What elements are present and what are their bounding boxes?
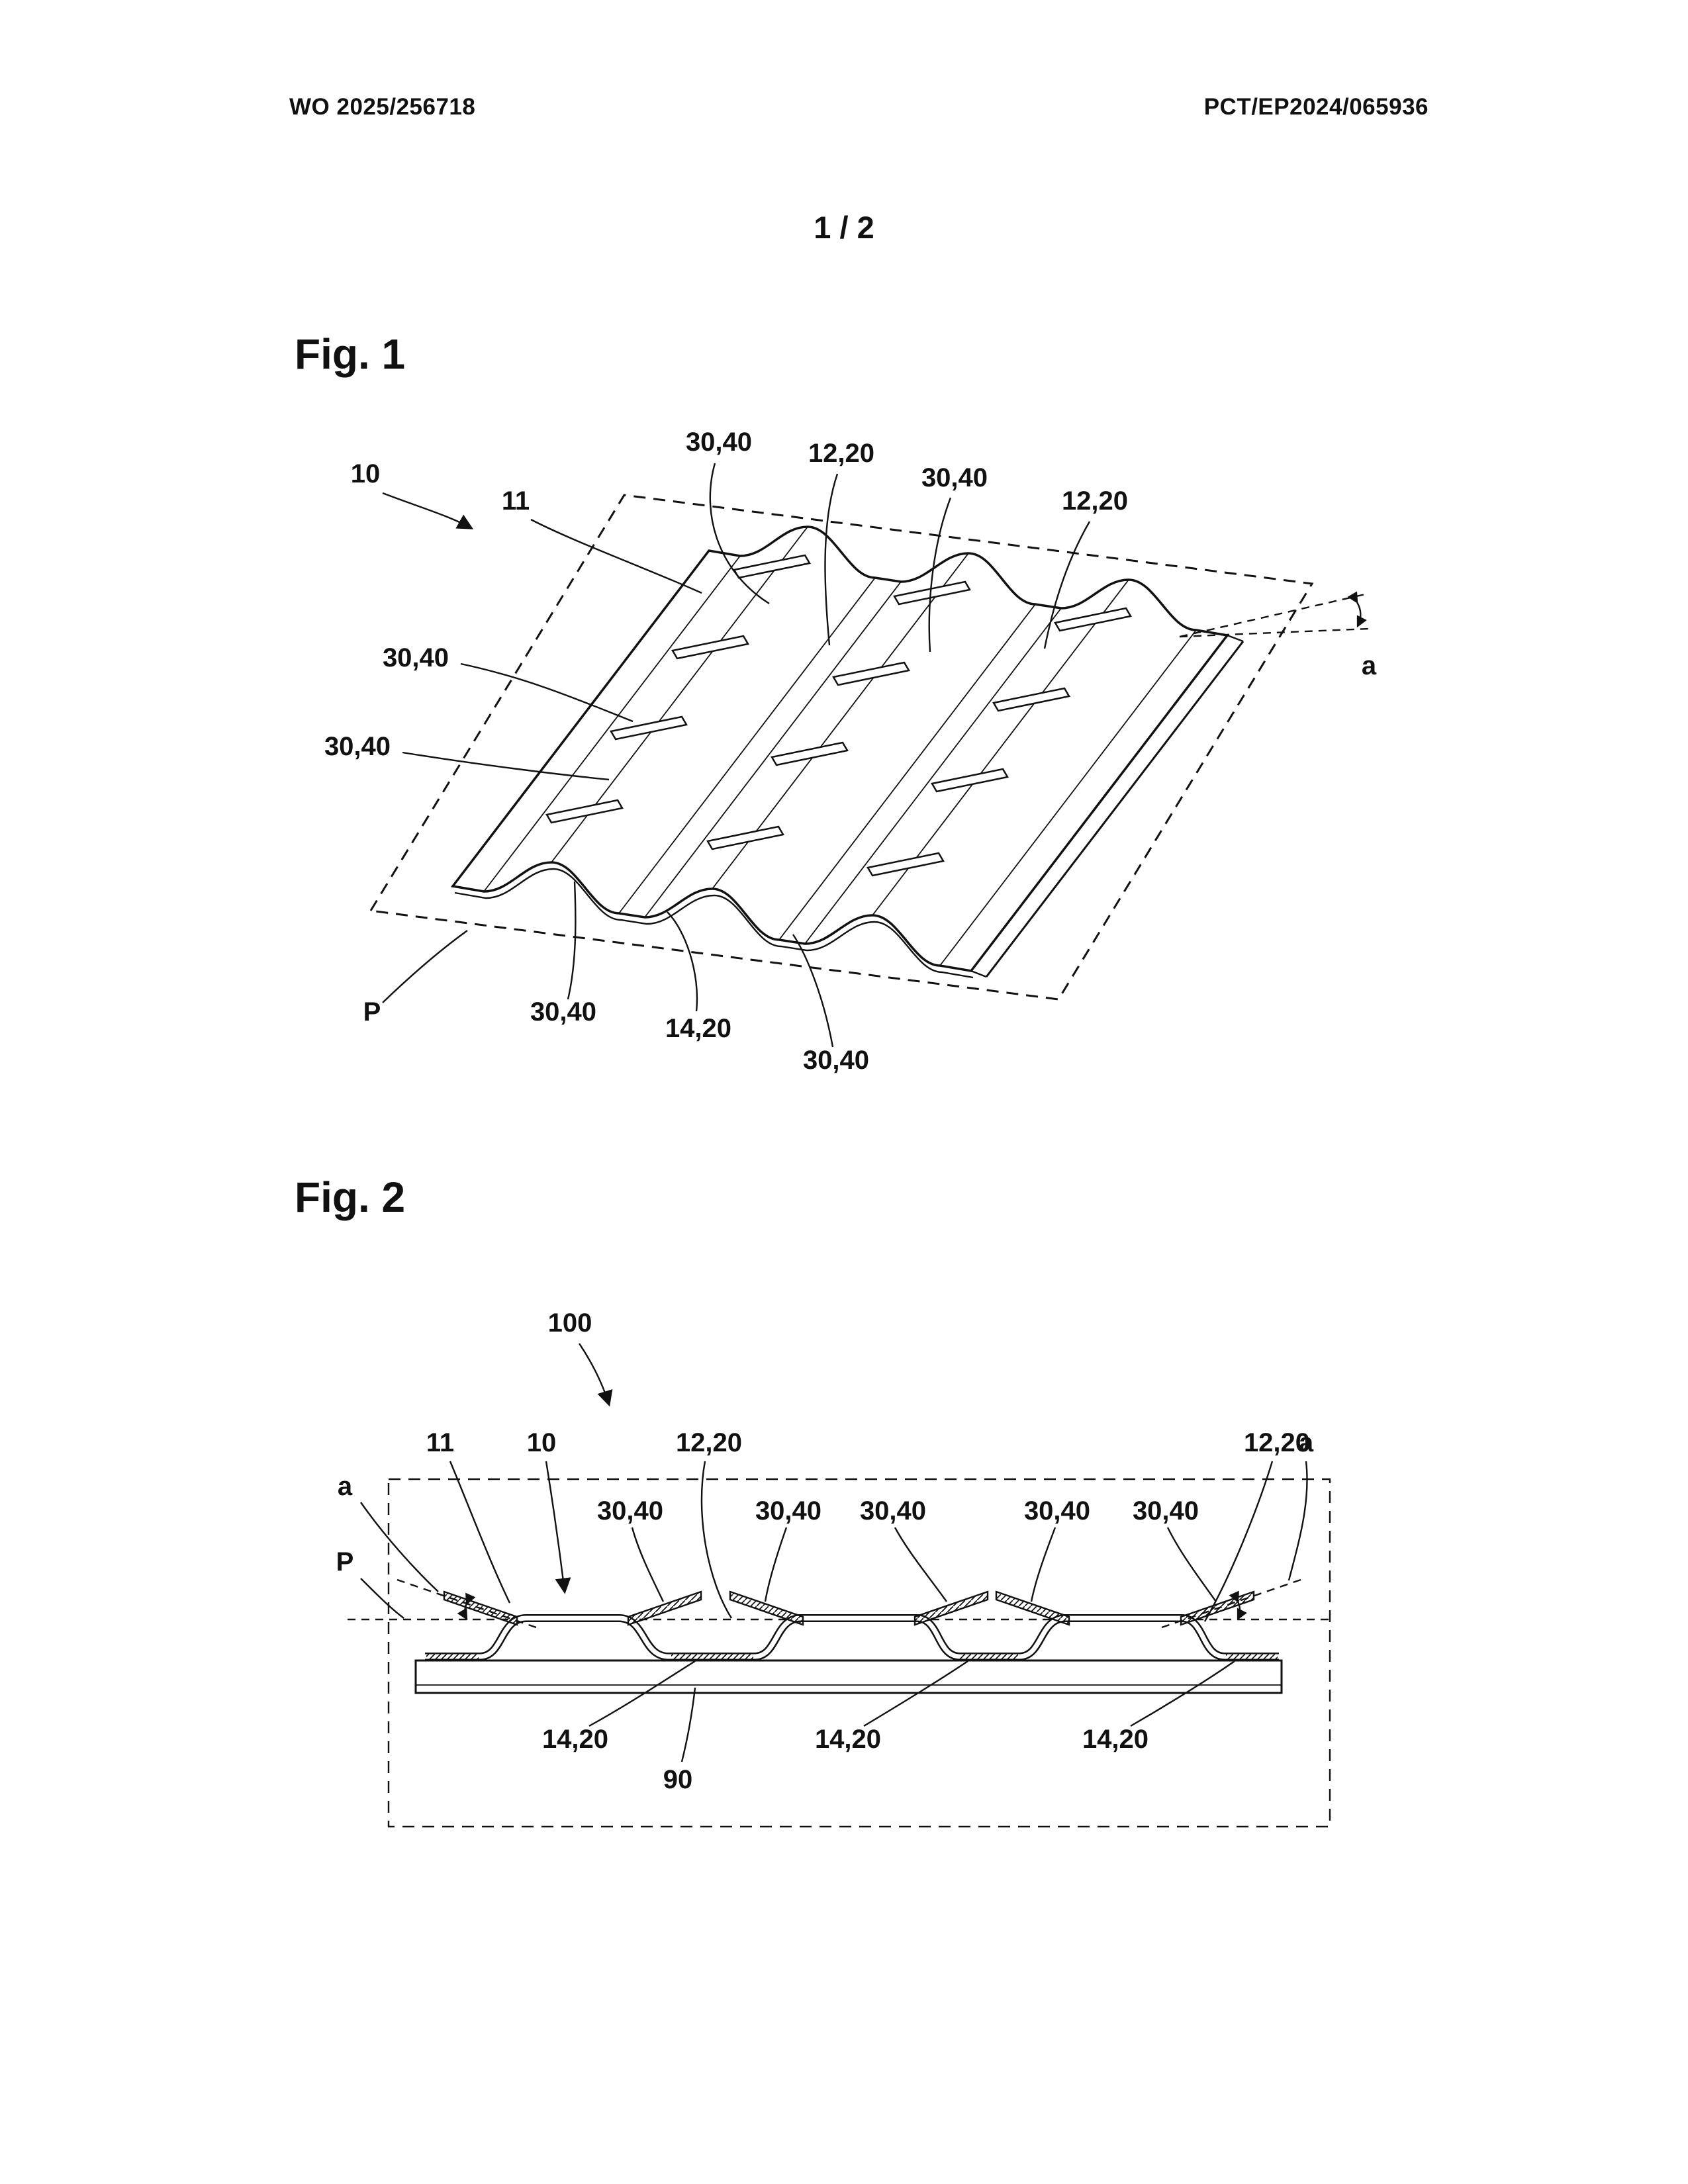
ref-1420: 14,20: [665, 1014, 731, 1043]
tab-30-40: [627, 1590, 702, 1626]
tab-30-40: [545, 799, 624, 824]
ref-1220-2: 12,20: [1244, 1428, 1310, 1457]
leader-p: [382, 930, 468, 1003]
leader-3040-1: [631, 1527, 665, 1602]
leader-11: [449, 1461, 511, 1604]
ref-3040-bottom2: 30,40: [803, 1046, 869, 1075]
leader-3040-left1: [460, 662, 633, 723]
fig1-leaders: [382, 463, 1091, 1048]
ref-a-right: a: [1299, 1428, 1314, 1457]
tab-30-40: [992, 687, 1070, 712]
tab-30-40: [931, 768, 1009, 793]
leader-3040-top2: [928, 497, 952, 653]
ref-90: 90: [663, 1765, 693, 1794]
leader-a-right: [1288, 1461, 1308, 1581]
ref-3040-3: 30,40: [860, 1496, 926, 1525]
section-boundary: [387, 1478, 1331, 1828]
ref-3040-top2: 30,40: [921, 463, 988, 492]
leader-3040-2: [764, 1527, 788, 1602]
ref-3040-top1: 30,40: [686, 428, 752, 457]
sheet-indicator: 1 / 2: [814, 210, 874, 245]
leader-1420-2: [863, 1661, 968, 1727]
tab-30-40: [610, 715, 688, 741]
leader-3040-bottom1: [567, 881, 577, 1000]
ref-11: 11: [502, 486, 530, 516]
ref-3040-left2: 30,40: [324, 732, 391, 761]
ref-1420-3: 14,20: [1082, 1725, 1149, 1754]
ref-3040-bottom1: 30,40: [530, 997, 596, 1026]
publication-number: WO 2025/256718: [289, 94, 476, 120]
tab-30-40: [729, 1590, 804, 1626]
ref-100: 100: [548, 1308, 592, 1338]
ref-3040-4: 30,40: [1024, 1496, 1090, 1525]
bonded-base-section: [426, 1653, 479, 1660]
plane-p-outline: [369, 494, 1314, 1001]
carrier-plate: [414, 1659, 1283, 1694]
ref-1420-2: 14,20: [815, 1725, 881, 1754]
tabs-30-40: [545, 554, 1132, 877]
sheet-thickness-edge: [454, 868, 974, 979]
leader-10: [382, 492, 474, 529]
bonded-base-section: [1226, 1653, 1278, 1660]
leader-1220-top1: [824, 473, 839, 646]
angle-a-right: [1161, 1578, 1301, 1629]
leader-p: [360, 1578, 404, 1619]
tab-30-40: [771, 741, 849, 766]
leader-3040-5: [1166, 1527, 1217, 1602]
ref-11: 11: [426, 1428, 454, 1457]
leader-3040-4: [1030, 1527, 1056, 1602]
leader-10: [545, 1461, 571, 1594]
ref-3040-2: 30,40: [755, 1496, 821, 1525]
tab-30-40: [995, 1590, 1070, 1626]
ref-angle-a: a: [1362, 651, 1377, 680]
leader-3040-top1: [709, 463, 770, 605]
base-plate-edge: [970, 634, 1244, 978]
fig2-drawing: 100 11 10 12,20 12,20 a a P 30,40 30,40 …: [336, 1308, 1331, 1828]
ref-3040-5: 30,40: [1133, 1496, 1199, 1525]
leader-100: [579, 1343, 613, 1407]
tab-30-40: [914, 1590, 989, 1626]
leader-3040-left2: [402, 751, 610, 781]
leader-3040-bottom2: [792, 934, 834, 1048]
angle-a-indicator: [1179, 591, 1370, 638]
ref-1220-1: 12,20: [676, 1428, 742, 1457]
ref-3040-left1: 30,40: [383, 643, 449, 672]
application-number: PCT/EP2024/065936: [1203, 94, 1429, 120]
angle-a-left: [397, 1578, 537, 1629]
leader-90: [680, 1687, 696, 1762]
leader-a-left: [360, 1502, 439, 1592]
corrugation-ridges: [483, 526, 1197, 966]
leader-3040-3: [894, 1527, 947, 1602]
sheet-profile: [425, 1614, 1279, 1661]
tab-30-40: [671, 635, 749, 660]
bonded-base-section: [671, 1653, 753, 1660]
fig2-title: Fig. 2: [295, 1173, 406, 1221]
tab-30-40: [832, 661, 910, 686]
tab-30-40: [706, 825, 784, 850]
leader-11: [530, 518, 702, 594]
ref-3040-1: 30,40: [597, 1496, 663, 1525]
ref-10: 10: [527, 1428, 557, 1457]
ref-1220-top1: 12,20: [808, 439, 874, 468]
bonded-base-section: [959, 1653, 1018, 1660]
leader-1420-3: [1130, 1661, 1235, 1727]
leader-1420-1: [588, 1660, 696, 1727]
fig1-title: Fig. 1: [295, 330, 406, 378]
ref-1420-1: 14,20: [542, 1725, 608, 1754]
leader-1420: [667, 911, 698, 1012]
tab-30-40: [1054, 607, 1132, 632]
leader-1220-1: [700, 1461, 733, 1619]
leader-1220-2: [1203, 1461, 1274, 1622]
tab-30-40: [893, 580, 971, 606]
ref-a-left: a: [338, 1472, 353, 1501]
tab-30-40: [867, 852, 945, 877]
ref-plane-p: P: [336, 1547, 354, 1576]
fig1-drawing: 10 11 30,40 12,20 30,40 12,20 30,40 30,4…: [324, 428, 1377, 1075]
ref-1220-top2: 12,20: [1062, 486, 1128, 516]
ref-10: 10: [351, 459, 381, 488]
fig2-leaders: [360, 1343, 1308, 1762]
ref-plane-p: P: [363, 997, 381, 1026]
leader-1220-top2: [1043, 521, 1091, 649]
